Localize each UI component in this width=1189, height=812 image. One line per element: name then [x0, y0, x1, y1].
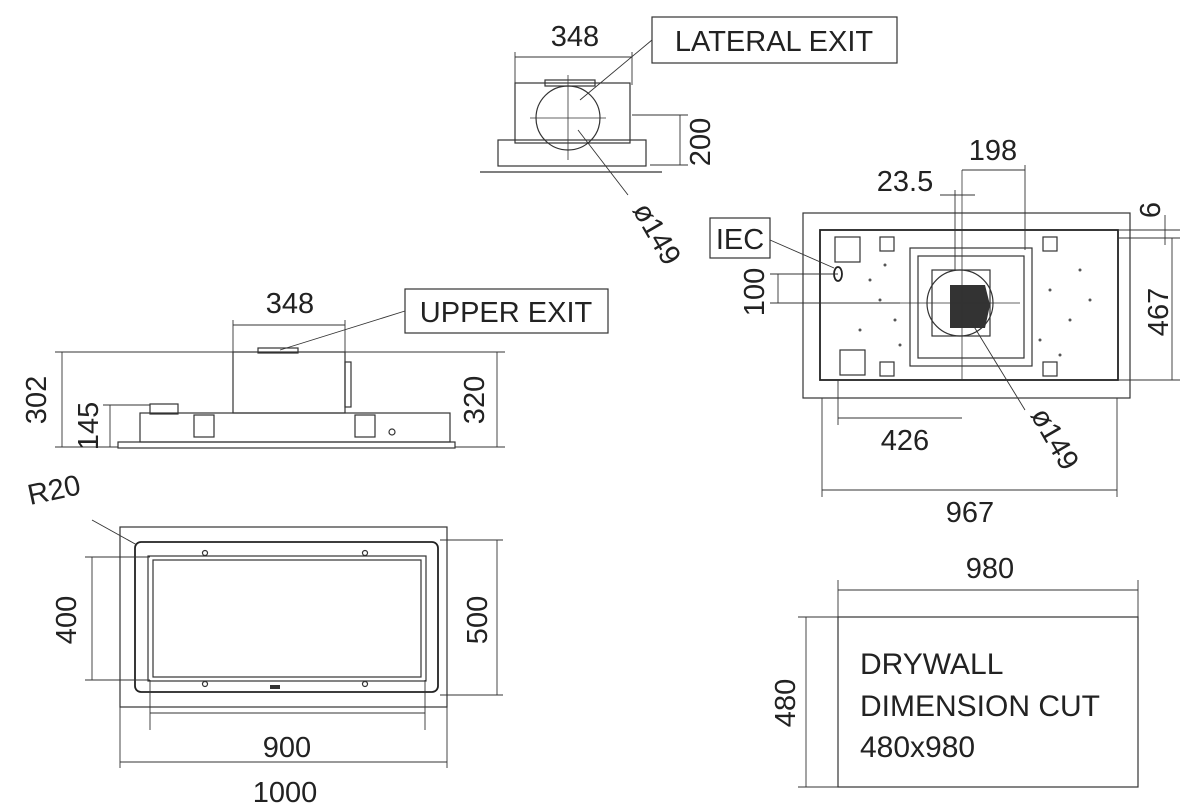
dim-426: 426: [881, 425, 929, 457]
dim-967: 967: [946, 497, 994, 529]
outer-width-dim: 1000: [253, 777, 318, 809]
drywall-line-2: DIMENSION CUT: [860, 690, 1100, 723]
base-height-dim: 145: [73, 402, 105, 450]
top-view: 198 23.5 6 467 100 IEC 426 ø149 967: [709, 135, 1180, 529]
dim-6: 6: [1135, 202, 1167, 218]
inner-width-dim: 900: [263, 732, 311, 764]
dim-100: 100: [739, 268, 771, 316]
lateral-diameter-dim: ø149: [626, 198, 687, 271]
outer-height-dim: 500: [462, 596, 494, 644]
drywall-cut: 980 480 DRYWALL DIMENSION CUT 480x980: [770, 553, 1139, 788]
drywall-line-3: 480x980: [860, 731, 975, 764]
drywall-width-dim: 980: [966, 553, 1014, 585]
iec-label: IEC: [716, 224, 764, 256]
body-height-dim: 320: [459, 376, 491, 424]
bottom-view: R20 400 500 900 1000: [25, 469, 503, 809]
dim-23-5: 23.5: [877, 166, 933, 198]
lateral-height-dim: 200: [685, 118, 717, 166]
total-height-dim: 302: [21, 376, 53, 424]
lateral-exit-view: 348 LATERAL EXIT 200 ø149: [480, 16, 898, 271]
radius-dim: R20: [25, 469, 84, 511]
inner-height-dim: 400: [51, 596, 83, 644]
side-width-dim: 348: [266, 288, 314, 320]
drywall-line-1: DRYWALL: [860, 648, 1003, 681]
lateral-exit-label: LATERAL EXIT: [675, 26, 874, 58]
upper-exit-label: UPPER EXIT: [420, 297, 593, 329]
dim-467: 467: [1143, 288, 1175, 336]
upper-exit-side-view: 348 UPPER EXIT 302 145 320: [21, 288, 609, 450]
top-diameter-dim: ø149: [1024, 403, 1085, 476]
dim-198: 198: [969, 135, 1017, 167]
lateral-width-dim: 348: [551, 21, 599, 53]
drywall-height-dim: 480: [770, 679, 802, 727]
